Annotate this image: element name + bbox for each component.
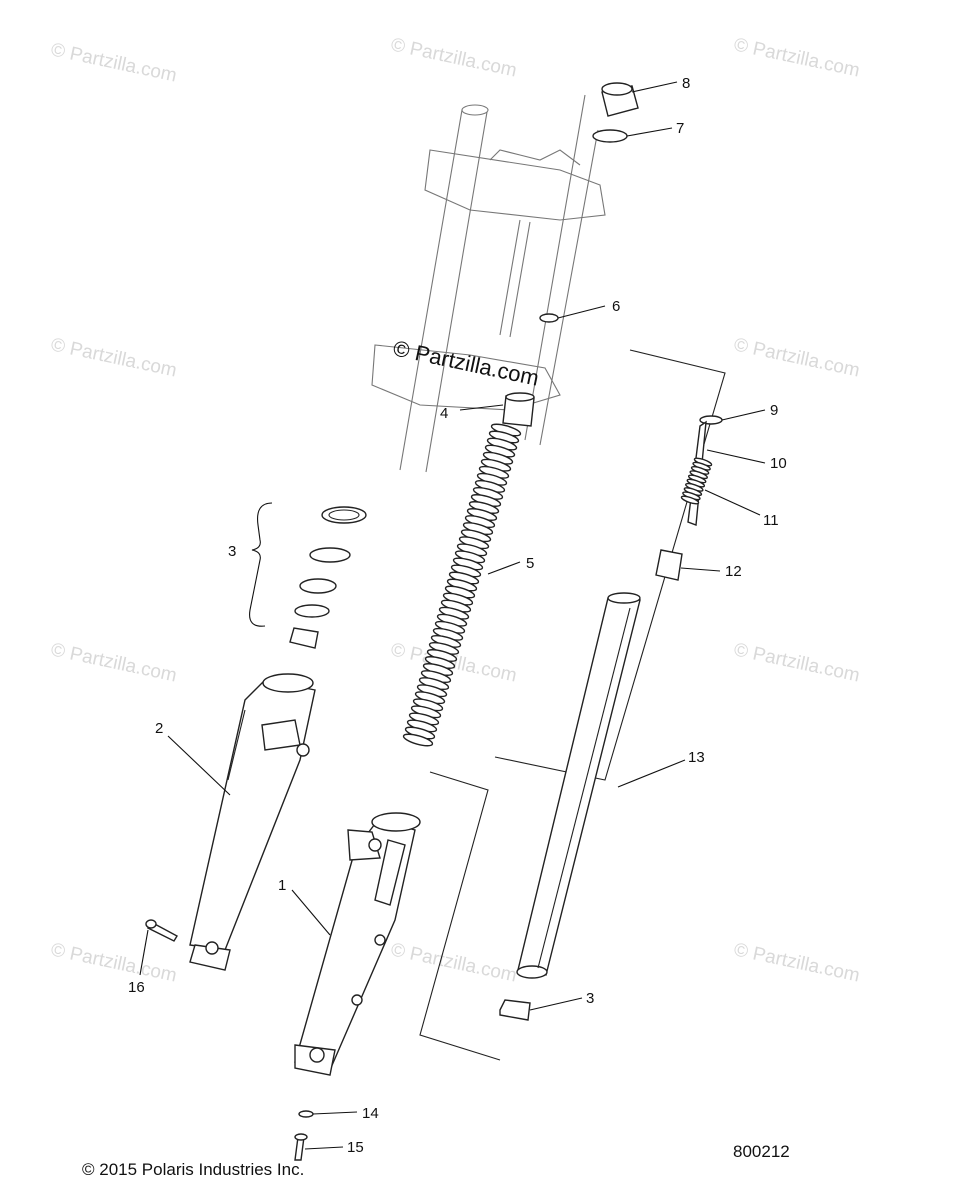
- part-13-inner-tube: [516, 592, 641, 979]
- watermark: © Partzilla.com: [49, 939, 179, 986]
- callout-10: 10: [770, 455, 787, 472]
- part-6-clip: [539, 313, 559, 323]
- part-15-bolt: [294, 1133, 308, 1161]
- callout-13: 13: [688, 749, 705, 766]
- ghost-fork-assembly: [371, 94, 606, 473]
- part-14-washer: [298, 1110, 314, 1118]
- part-5-spring: [402, 423, 522, 747]
- watermark: © Partzilla.com: [49, 334, 179, 381]
- callout-12: 12: [725, 563, 742, 580]
- watermark: © Partzilla.com: [732, 639, 862, 686]
- callout-4: 4: [440, 405, 448, 422]
- watermark: © Partzilla.com: [49, 39, 179, 86]
- leader-lines: [139, 81, 766, 1150]
- group-bracket-lower: [419, 771, 501, 1061]
- callout-11: 11: [763, 512, 779, 529]
- callout-1: 1: [278, 877, 286, 894]
- part-12-bushing: [655, 549, 683, 581]
- part-16-bolt: [145, 919, 178, 942]
- callout-3-upper: 3: [228, 543, 236, 560]
- center-watermark: © Partzilla.com: [391, 335, 541, 390]
- copyright-notice: © 2015 Polaris Industries Inc.: [82, 1160, 305, 1179]
- watermark: © Partzilla.com: [49, 639, 179, 686]
- watermark: © Partzilla.com: [732, 34, 862, 81]
- callout-labels: 8 7 6 4 5 9 10 11 12 13 3 3 2 1 14 15 16: [128, 75, 787, 1156]
- callout-16: 16: [128, 979, 145, 996]
- watermark: © Partzilla.com: [732, 939, 862, 986]
- callout-7: 7: [676, 120, 684, 137]
- spring-coil: [402, 733, 434, 747]
- callout-5: 5: [526, 555, 534, 572]
- callout-2: 2: [155, 720, 163, 737]
- part-2-fork-slider-left: [189, 673, 316, 971]
- callout-3-lower: 3: [586, 990, 594, 1007]
- part-7-o-ring: [592, 129, 628, 143]
- diagram-number: 800212: [733, 1142, 790, 1161]
- watermark: © Partzilla.com: [389, 34, 519, 81]
- part-3-seal-kit: [289, 506, 367, 649]
- spring-coil: [680, 495, 700, 505]
- watermark: © Partzilla.com: [389, 939, 519, 986]
- part-1-fork-slider-right: [294, 812, 421, 1076]
- callout-15: 15: [347, 1139, 364, 1156]
- part-4-spacer: [502, 392, 535, 427]
- bracket-brace: [249, 502, 273, 627]
- part-8-fork-cap: [601, 82, 639, 117]
- part-3-lower-bushing: [499, 999, 531, 1021]
- callout-8: 8: [682, 75, 690, 92]
- callout-6: 6: [612, 298, 620, 315]
- watermark: © Partzilla.com: [732, 334, 862, 381]
- watermark-layer: © Partzilla.com © Partzilla.com © Partzi…: [49, 34, 862, 986]
- part-9-10-11-damper-rod: [680, 415, 723, 526]
- callout-9: 9: [770, 402, 778, 419]
- callout-14: 14: [362, 1105, 379, 1122]
